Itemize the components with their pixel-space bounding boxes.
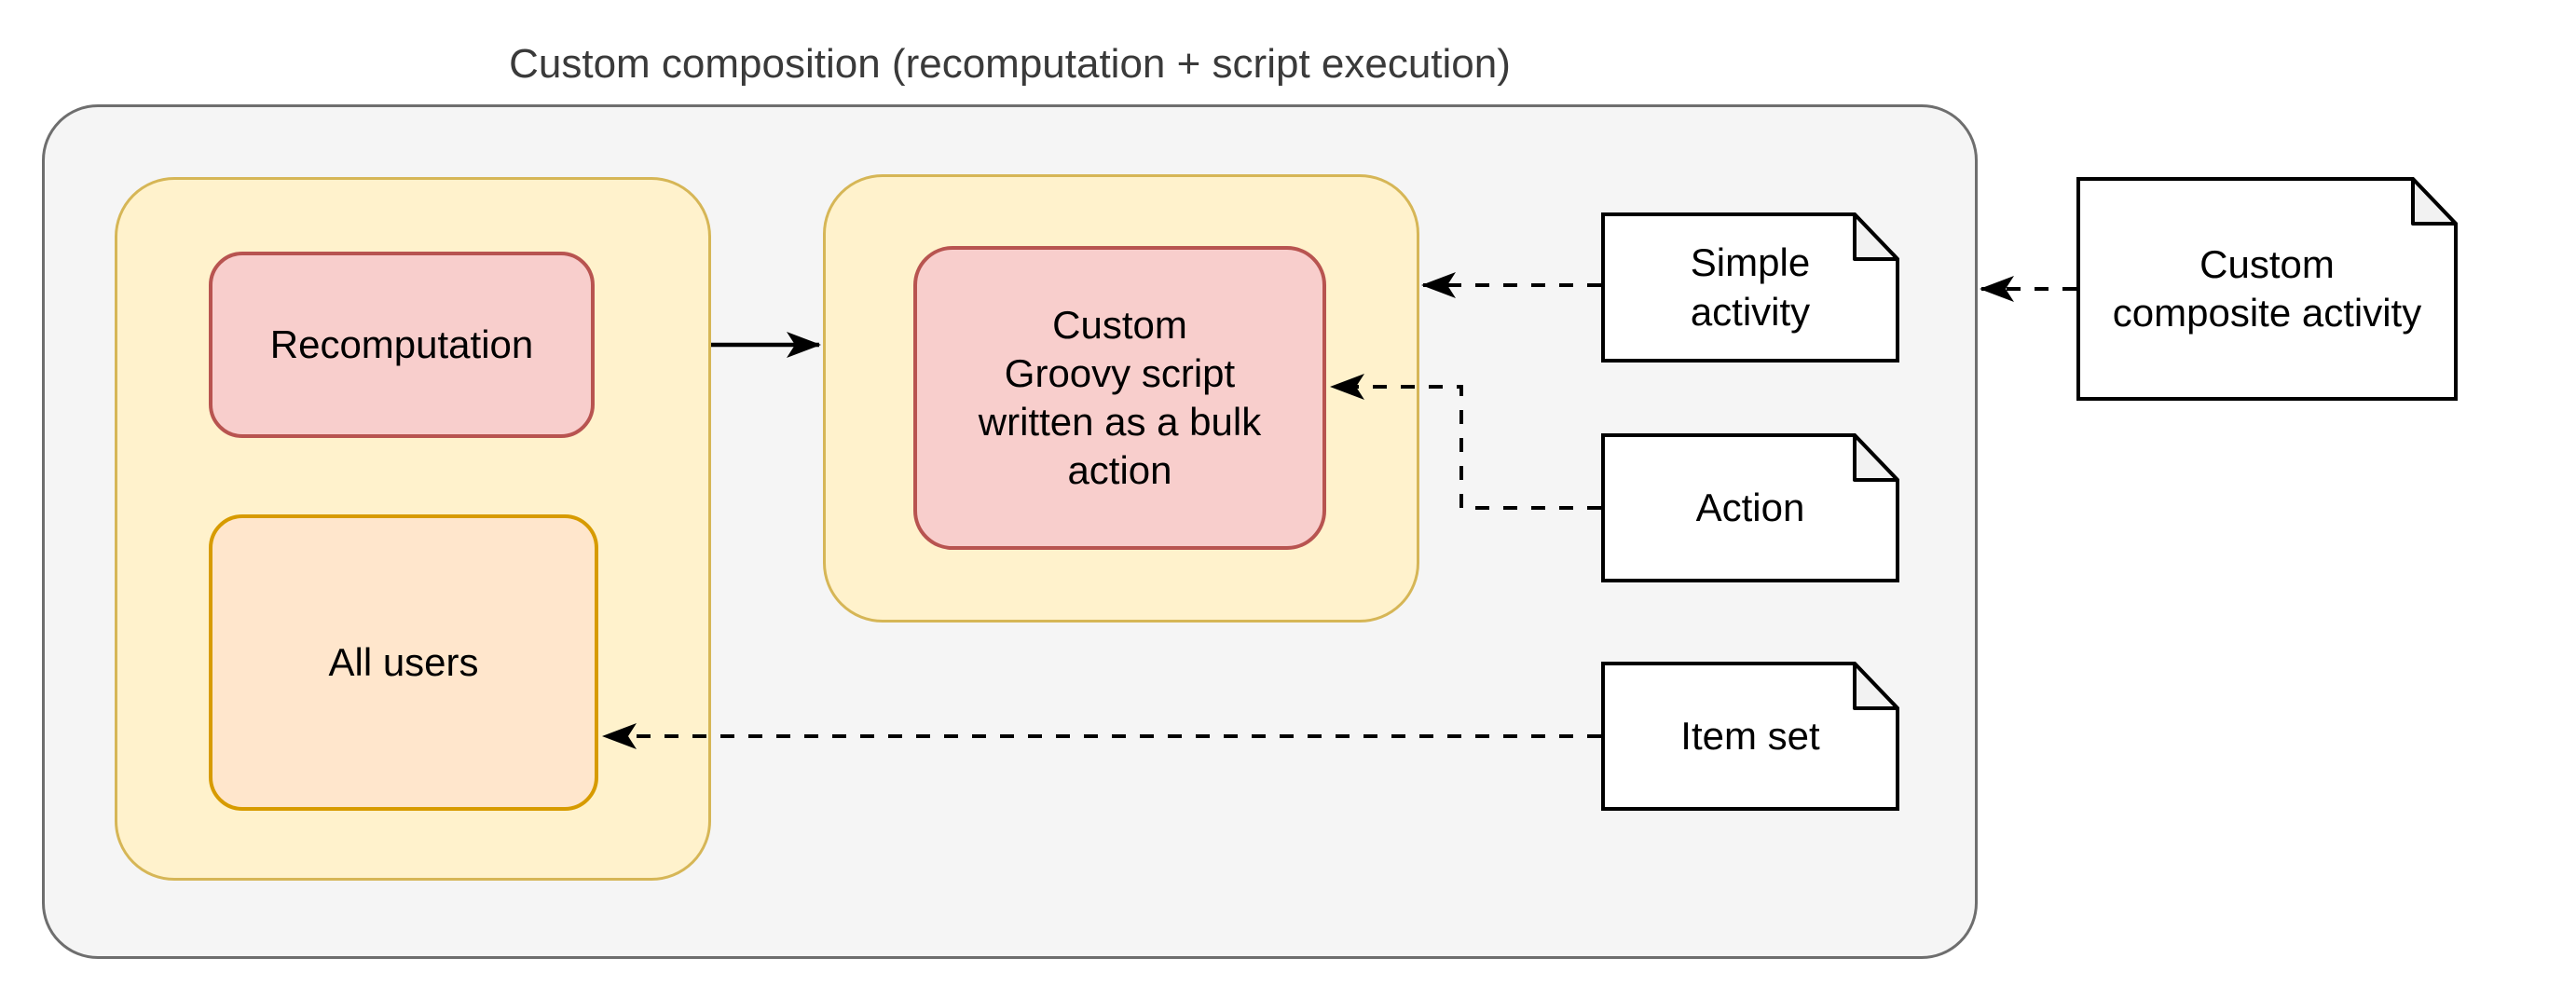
note-fold-icon: [1853, 662, 1899, 710]
note-body: [1601, 662, 1899, 811]
note-body: [2076, 177, 2458, 401]
note-fold-icon: [1853, 212, 1899, 261]
note-body: [1601, 212, 1899, 363]
note-action: Action: [1601, 433, 1899, 582]
note-shape: [1601, 662, 1899, 811]
note-custom-composite-activity-label: Custom composite activity: [2112, 241, 2422, 335]
note-custom-composite-activity: Custom composite activity: [2076, 177, 2458, 401]
node-groovy-script-label: Custom Groovy script written as a bulk a…: [978, 302, 1262, 493]
node-all-users: All users: [209, 514, 598, 811]
note-simple-activity-label: Simple activity: [1690, 240, 1811, 334]
diagram-title: Custom composition (recomputation + scri…: [509, 41, 1511, 87]
node-recomputation-label: Recomputation: [269, 322, 534, 366]
note-body: [1601, 433, 1899, 582]
node-groovy-script: Custom Groovy script written as a bulk a…: [913, 246, 1326, 550]
note-shape: [1601, 212, 1899, 363]
node-all-users-label: All users: [328, 639, 479, 684]
note-fold-icon: [2411, 177, 2458, 226]
note-shape: [2076, 177, 2458, 401]
note-shape: [1601, 433, 1899, 582]
note-simple-activity: Simple activity: [1601, 212, 1899, 363]
note-action-label: Action: [1695, 485, 1805, 529]
note-item-set-label: Item set: [1680, 713, 1820, 758]
note-fold-icon: [1853, 433, 1899, 482]
note-item-set: Item set: [1601, 662, 1899, 811]
node-recomputation: Recomputation: [209, 252, 595, 438]
